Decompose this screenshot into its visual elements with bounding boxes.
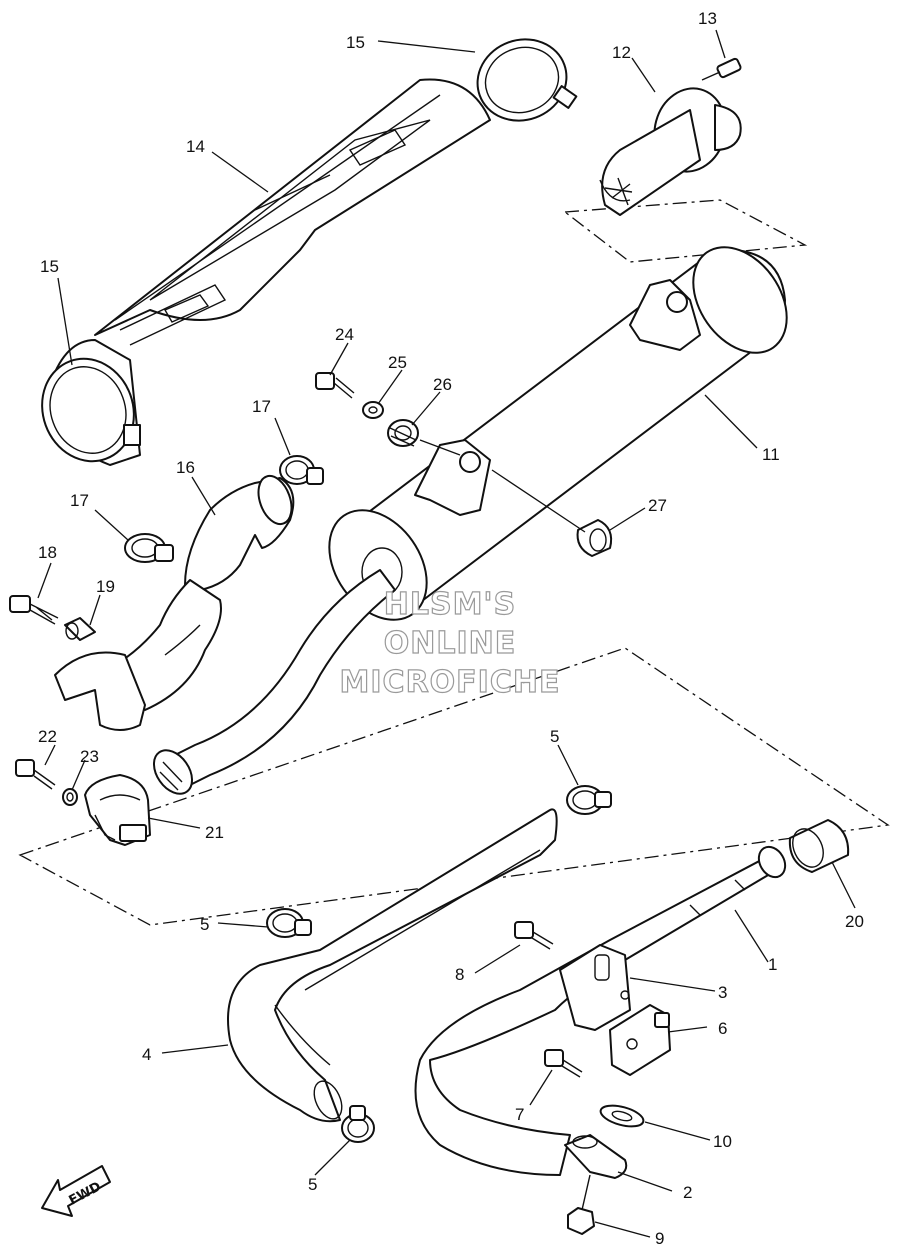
gasket-10: [599, 1104, 645, 1128]
damper-plate-6: [609, 1004, 671, 1076]
flange-2: [564, 1134, 628, 1179]
collar-27: [576, 519, 613, 557]
joint-clamp-upper: [279, 455, 324, 485]
callout-3: 3: [718, 983, 727, 1002]
bracket-21: [84, 774, 151, 846]
screw-13: [701, 57, 742, 81]
bolt-8: [514, 921, 554, 950]
callout-20: 20: [845, 912, 864, 931]
watermark-line-2: ONLINE: [384, 626, 517, 661]
heat-protector-clamp-front: [41, 339, 141, 466]
pipe-clamp-upper: [566, 785, 612, 815]
pipe-bracket-3: [559, 944, 631, 1031]
callout-15-left: 15: [40, 257, 59, 276]
watermark: HLSM'S ONLINE MICROFICHE: [339, 586, 561, 700]
callout-22: 22: [38, 727, 57, 746]
callout-17-upper: 17: [252, 397, 271, 416]
callout-5-middle: 5: [200, 915, 209, 934]
callout-7: 7: [515, 1105, 524, 1124]
bolt-7: [544, 1049, 583, 1078]
heat-protector-clamp-rear: [476, 38, 578, 122]
washer-23: [62, 788, 78, 806]
callout-12: 12: [612, 43, 631, 62]
callout-15-top: 15: [346, 33, 365, 52]
callout-17-lower: 17: [70, 491, 89, 510]
callout-numbers: 15 12 13 14 15 24 25 26 11 27 17 16 17 1…: [38, 9, 864, 1248]
callout-16: 16: [176, 458, 195, 477]
callout-5-upper: 5: [550, 727, 559, 746]
callout-13: 13: [698, 9, 717, 28]
collar-19: [64, 617, 96, 641]
heat-protector: [94, 78, 491, 346]
assembly-frame-upper: [563, 199, 808, 263]
assembly-axis-line: [419, 439, 586, 533]
leader-lines: [37, 29, 856, 1238]
pipe-clamp-middle: [266, 908, 312, 938]
callout-26: 26: [433, 375, 452, 394]
pipe-clamp-lower: [341, 1105, 375, 1143]
callout-14: 14: [186, 137, 205, 156]
callout-8: 8: [455, 965, 464, 984]
callout-18: 18: [38, 543, 57, 562]
callout-19: 19: [96, 577, 115, 596]
watermark-line-1: HLSM'S: [384, 587, 516, 622]
callout-9: 9: [655, 1229, 664, 1248]
muffler-inlet-pipe: [152, 569, 396, 795]
exhaust-pipe-protector: [227, 808, 558, 1123]
callout-11: 11: [762, 445, 780, 464]
gasket-20: [788, 819, 850, 873]
damper-26: [387, 419, 419, 447]
joint-pipe: [54, 474, 295, 731]
joint-clamp-lower: [124, 533, 174, 563]
callout-6: 6: [718, 1019, 727, 1038]
callout-23: 23: [80, 747, 99, 766]
forward-direction-arrow: FWD: [41, 1165, 111, 1217]
bolt-18: [9, 595, 59, 625]
callout-27: 27: [648, 496, 667, 515]
muffler: [328, 246, 788, 621]
callout-21: 21: [205, 823, 224, 842]
washer-25: [362, 401, 384, 419]
spark-arrester: [599, 87, 742, 216]
callout-25: 25: [388, 353, 407, 372]
nut-9: [567, 1174, 595, 1235]
callout-24: 24: [335, 325, 354, 344]
callout-4: 4: [142, 1045, 151, 1064]
callout-5-lower: 5: [308, 1175, 317, 1194]
assembly-frame-lower: [18, 647, 890, 926]
bolt-22: [15, 759, 56, 790]
watermark-line-3: MICROFICHE: [340, 665, 561, 700]
callout-1: 1: [768, 955, 777, 974]
exhaust-pipe: [414, 845, 787, 1176]
bolt-24: [315, 372, 355, 399]
callout-2: 2: [683, 1183, 692, 1202]
callout-10: 10: [713, 1132, 732, 1151]
